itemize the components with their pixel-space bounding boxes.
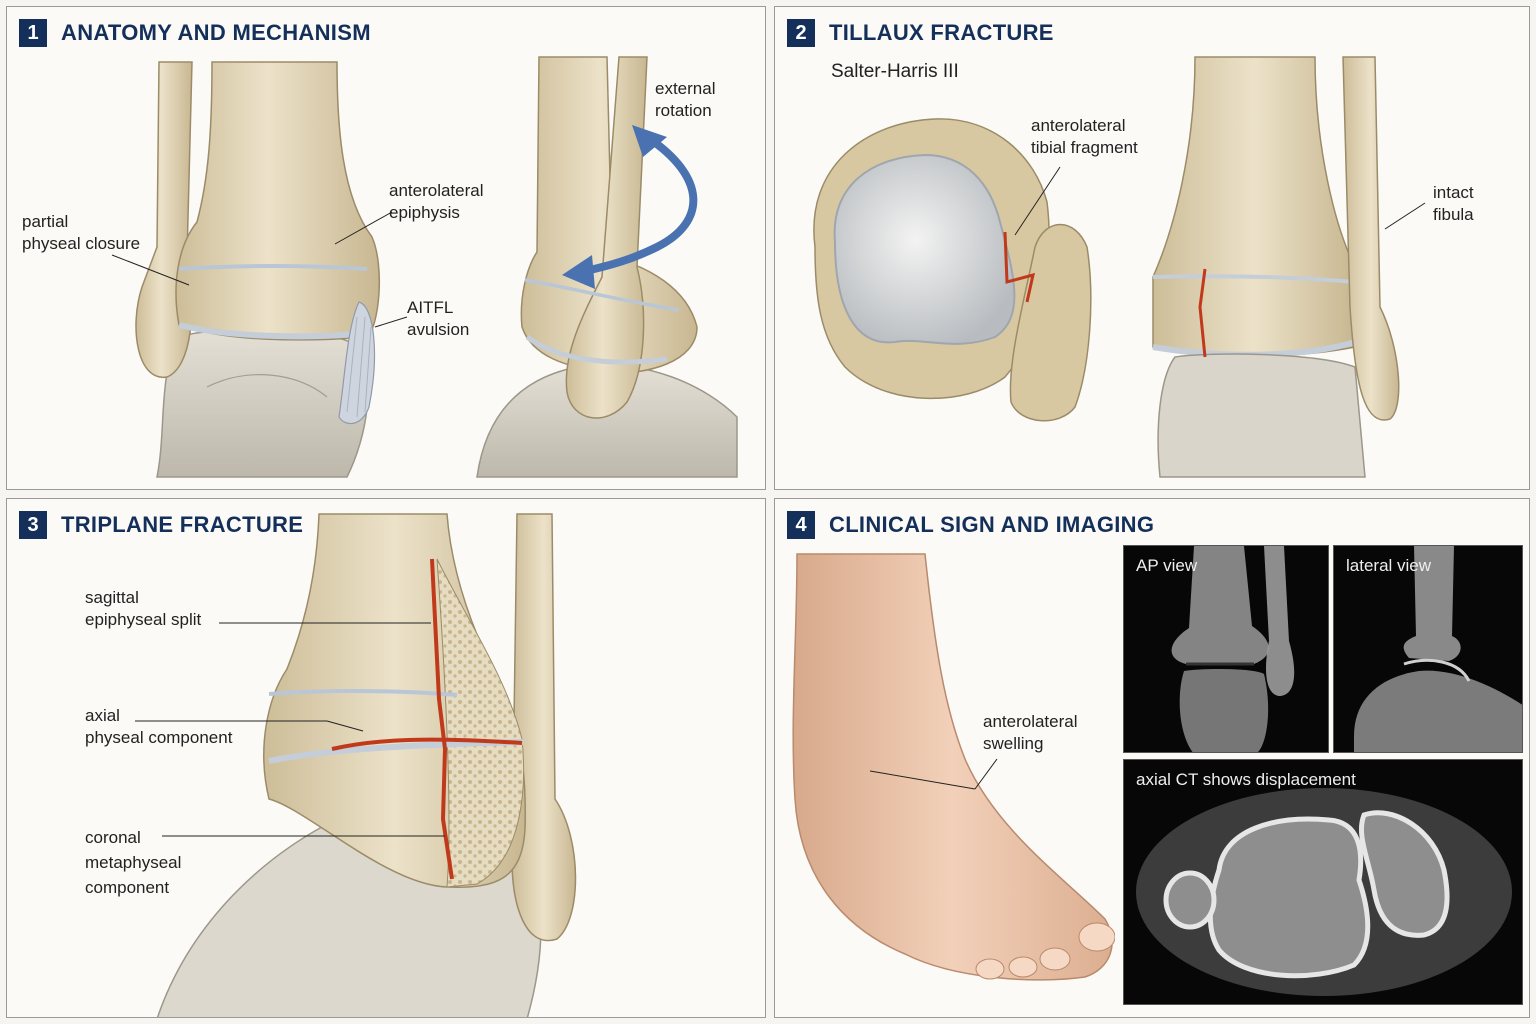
panel-tillaux-fracture: 2 TILLAUX FRACTURE Salter-Harris III bbox=[774, 6, 1530, 490]
rotation-arrow bbox=[578, 133, 698, 276]
panel-triplane-fracture: 3 TRIPLANE FRACTURE bbox=[6, 498, 766, 1018]
xray-ap-label: AP view bbox=[1136, 556, 1198, 575]
label-axial-physeal-component: axial physeal component bbox=[85, 706, 233, 747]
panel-number-badge: 1 bbox=[19, 19, 47, 47]
xray-lateral-label: lateral view bbox=[1346, 556, 1432, 575]
panel-anatomy-mechanism: 1 ANATOMY AND MECHANISM bbox=[6, 6, 766, 490]
label-external-rotation: external rotation bbox=[655, 79, 716, 120]
tillaux-illustration bbox=[813, 56, 1426, 478]
panel-clinical-imaging: 4 CLINICAL SIGN AND IMAGING anterolatera… bbox=[774, 498, 1530, 1018]
fibula-shape bbox=[135, 61, 193, 378]
label-anterolateral-epiphysis: anterolateral epiphysis bbox=[389, 181, 484, 222]
ct-axial-image bbox=[1136, 788, 1512, 996]
label-anterolateral-swelling: anterolateral swelling bbox=[983, 712, 1078, 753]
panel-header: 4 CLINICAL SIGN AND IMAGING bbox=[787, 511, 1154, 539]
panel-title: TILLAUX FRACTURE bbox=[829, 20, 1054, 45]
xray-ap-view: AP view bbox=[1123, 545, 1329, 753]
panel-number-badge: 4 bbox=[787, 511, 815, 539]
panel-header: 2 TILLAUX FRACTURE bbox=[787, 19, 1054, 47]
panel-number-badge: 3 bbox=[19, 511, 47, 539]
panel-header: 1 ANATOMY AND MECHANISM bbox=[19, 19, 371, 47]
xray-lateral-image bbox=[1354, 546, 1522, 752]
panel-subtitle: Salter-Harris III bbox=[831, 61, 959, 82]
label-anterolateral-tibial-fragment: anterolateral tibial fragment bbox=[1031, 116, 1138, 157]
label-intact-fibula: intact fibula bbox=[1433, 183, 1474, 224]
panel-number-badge: 2 bbox=[787, 19, 815, 47]
triplane-illustration bbox=[135, 513, 577, 1017]
foot-illustration bbox=[792, 553, 1115, 981]
label-sagittal-epiphyseal-split: sagittal epiphyseal split bbox=[85, 588, 202, 629]
tibia-shape bbox=[175, 61, 381, 341]
label-aitfl-avulsion: AITFL avulsion bbox=[407, 298, 470, 339]
xray-ap-image bbox=[1171, 546, 1295, 752]
label-coronal-metaphyseal-component: coronal metaphyseal component bbox=[85, 828, 182, 897]
panel-title: CLINICAL SIGN AND IMAGING bbox=[829, 512, 1155, 537]
panel-title: TRIPLANE FRACTURE bbox=[61, 512, 304, 537]
label-partial-physeal-closure: partial physeal closure bbox=[22, 212, 141, 253]
panel-header: 3 TRIPLANE FRACTURE bbox=[19, 511, 303, 539]
xray-lateral-view: lateral view bbox=[1333, 545, 1523, 753]
ct-label: axial CT shows displacement bbox=[1136, 770, 1356, 789]
aitfl-ligament bbox=[338, 301, 376, 425]
ankle-anatomy-illustration bbox=[111, 56, 738, 478]
panel-title: ANATOMY AND MECHANISM bbox=[61, 20, 371, 45]
ct-axial-view: axial CT shows displacement bbox=[1123, 759, 1523, 1005]
